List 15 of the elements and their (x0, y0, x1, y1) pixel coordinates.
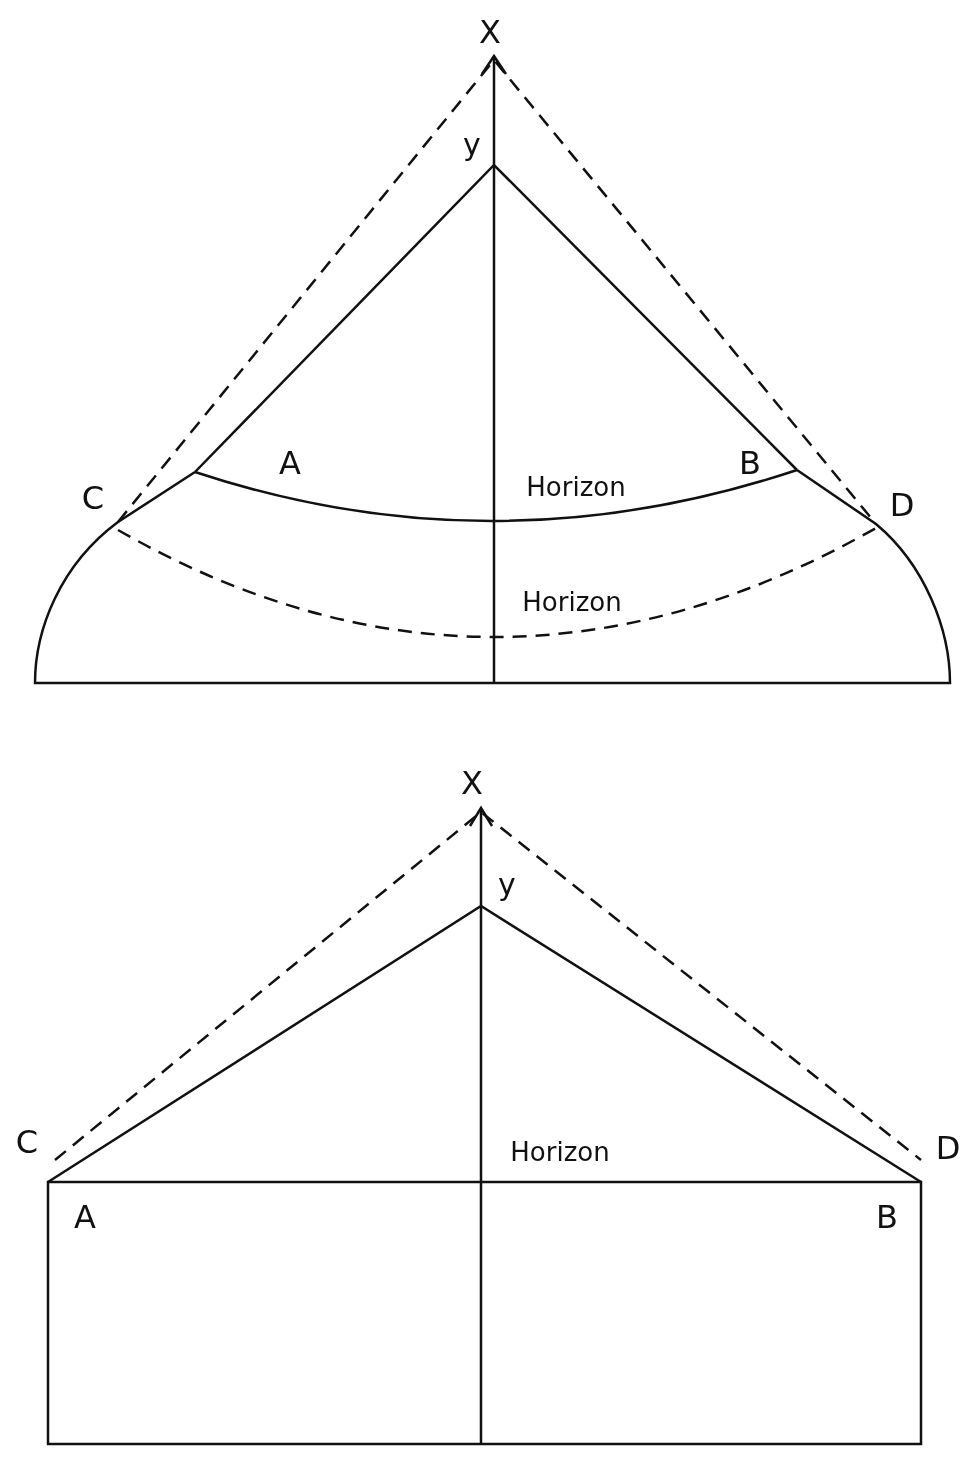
point-label: C (15, 1126, 39, 1158)
axis-label: X (479, 16, 501, 48)
point-label: A (279, 447, 301, 479)
point-label: D (889, 489, 915, 521)
axis-label: X (461, 767, 483, 799)
point-label: A (74, 1201, 96, 1233)
horizon-label: Horizon (522, 589, 622, 615)
horizon-label: Horizon (510, 1139, 610, 1165)
point-label: y (498, 870, 516, 900)
point-label: C (81, 482, 105, 514)
point-label: D (935, 1132, 961, 1164)
horizon-label: Horizon (526, 474, 626, 500)
point-label: y (463, 130, 481, 160)
point-label: B (876, 1201, 898, 1233)
point-label: B (739, 447, 761, 479)
